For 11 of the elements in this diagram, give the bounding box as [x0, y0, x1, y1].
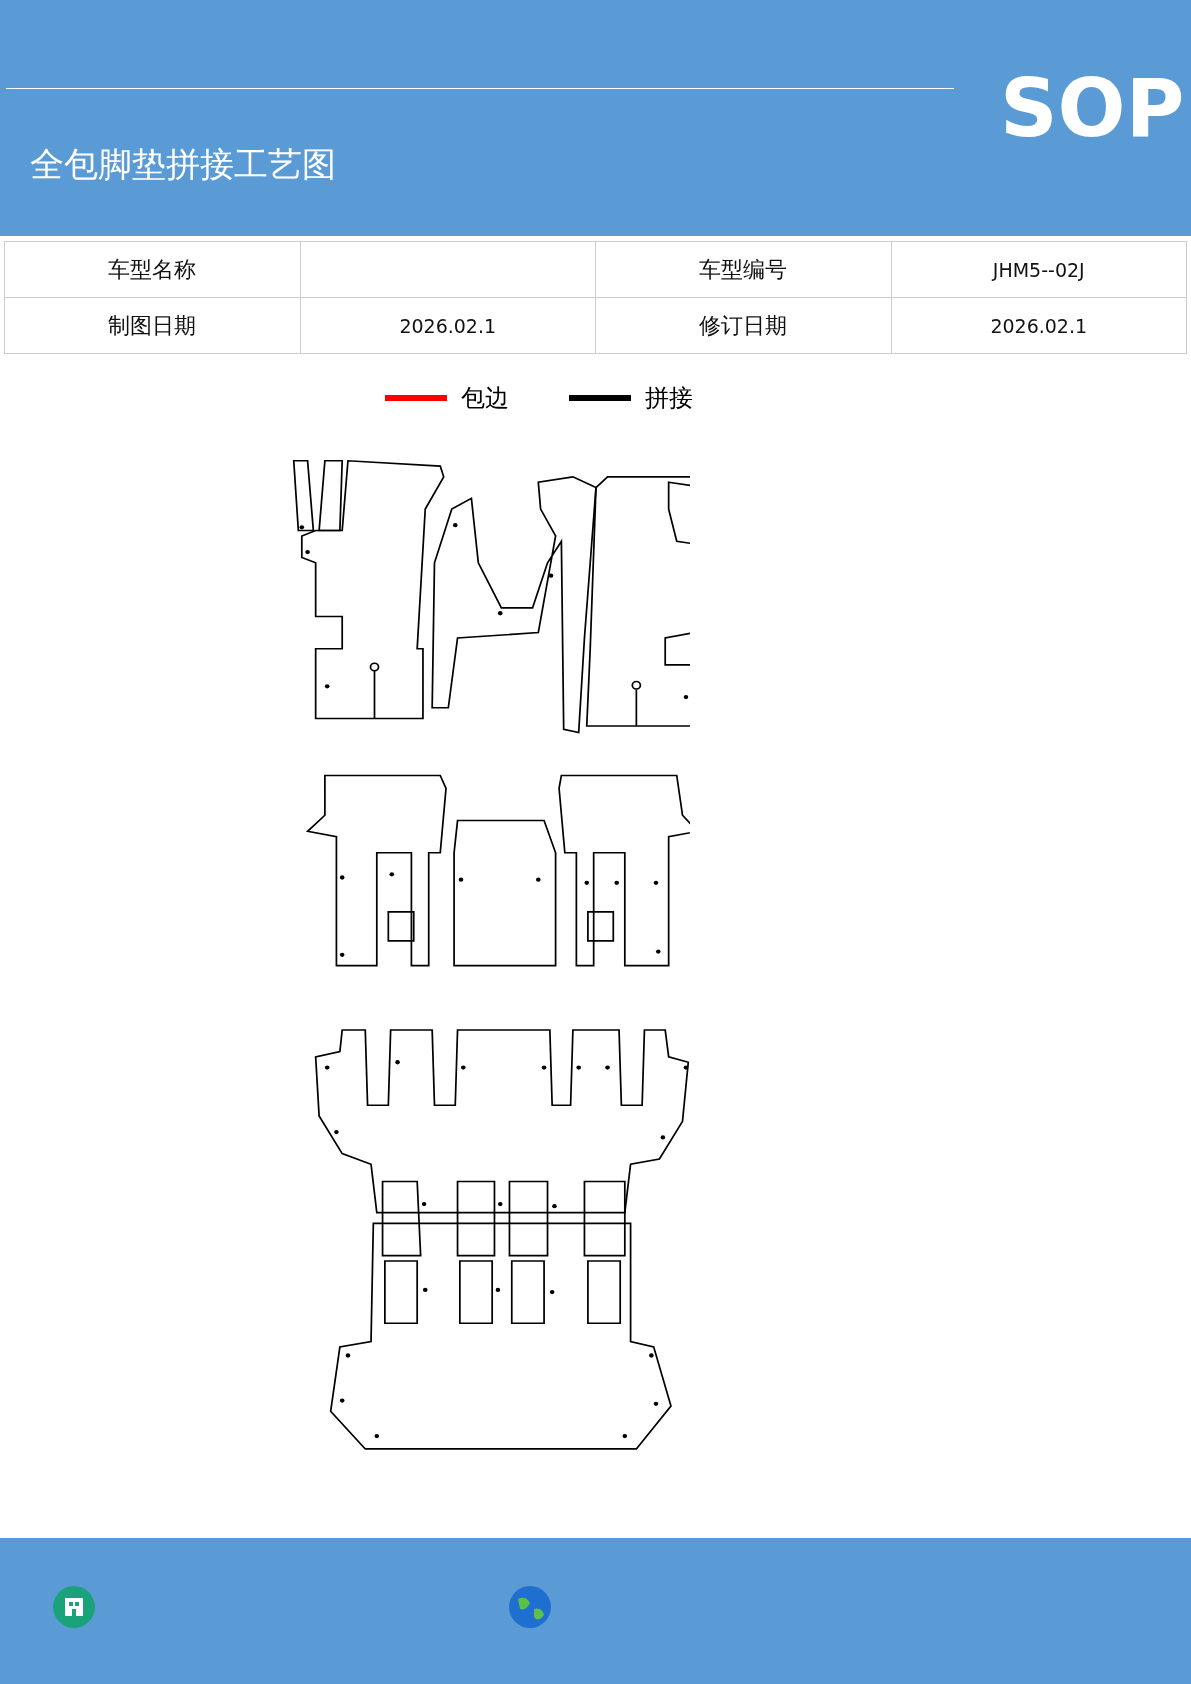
- legend-label: 拼接: [645, 383, 693, 414]
- field-value: 2026.02.1: [891, 298, 1187, 354]
- field-label: 制图日期: [5, 298, 301, 354]
- field-value: JHM5--02J: [891, 242, 1187, 298]
- field-label: 车型编号: [596, 242, 892, 298]
- field-label: 修订日期: [596, 298, 892, 354]
- sop-label: SOP: [1000, 62, 1185, 155]
- field-label: 车型名称: [5, 242, 301, 298]
- legend-label: 包边: [461, 383, 509, 414]
- field-value: 2026.02.1: [300, 298, 596, 354]
- page-title: 全包脚垫拼接工艺图: [30, 143, 336, 186]
